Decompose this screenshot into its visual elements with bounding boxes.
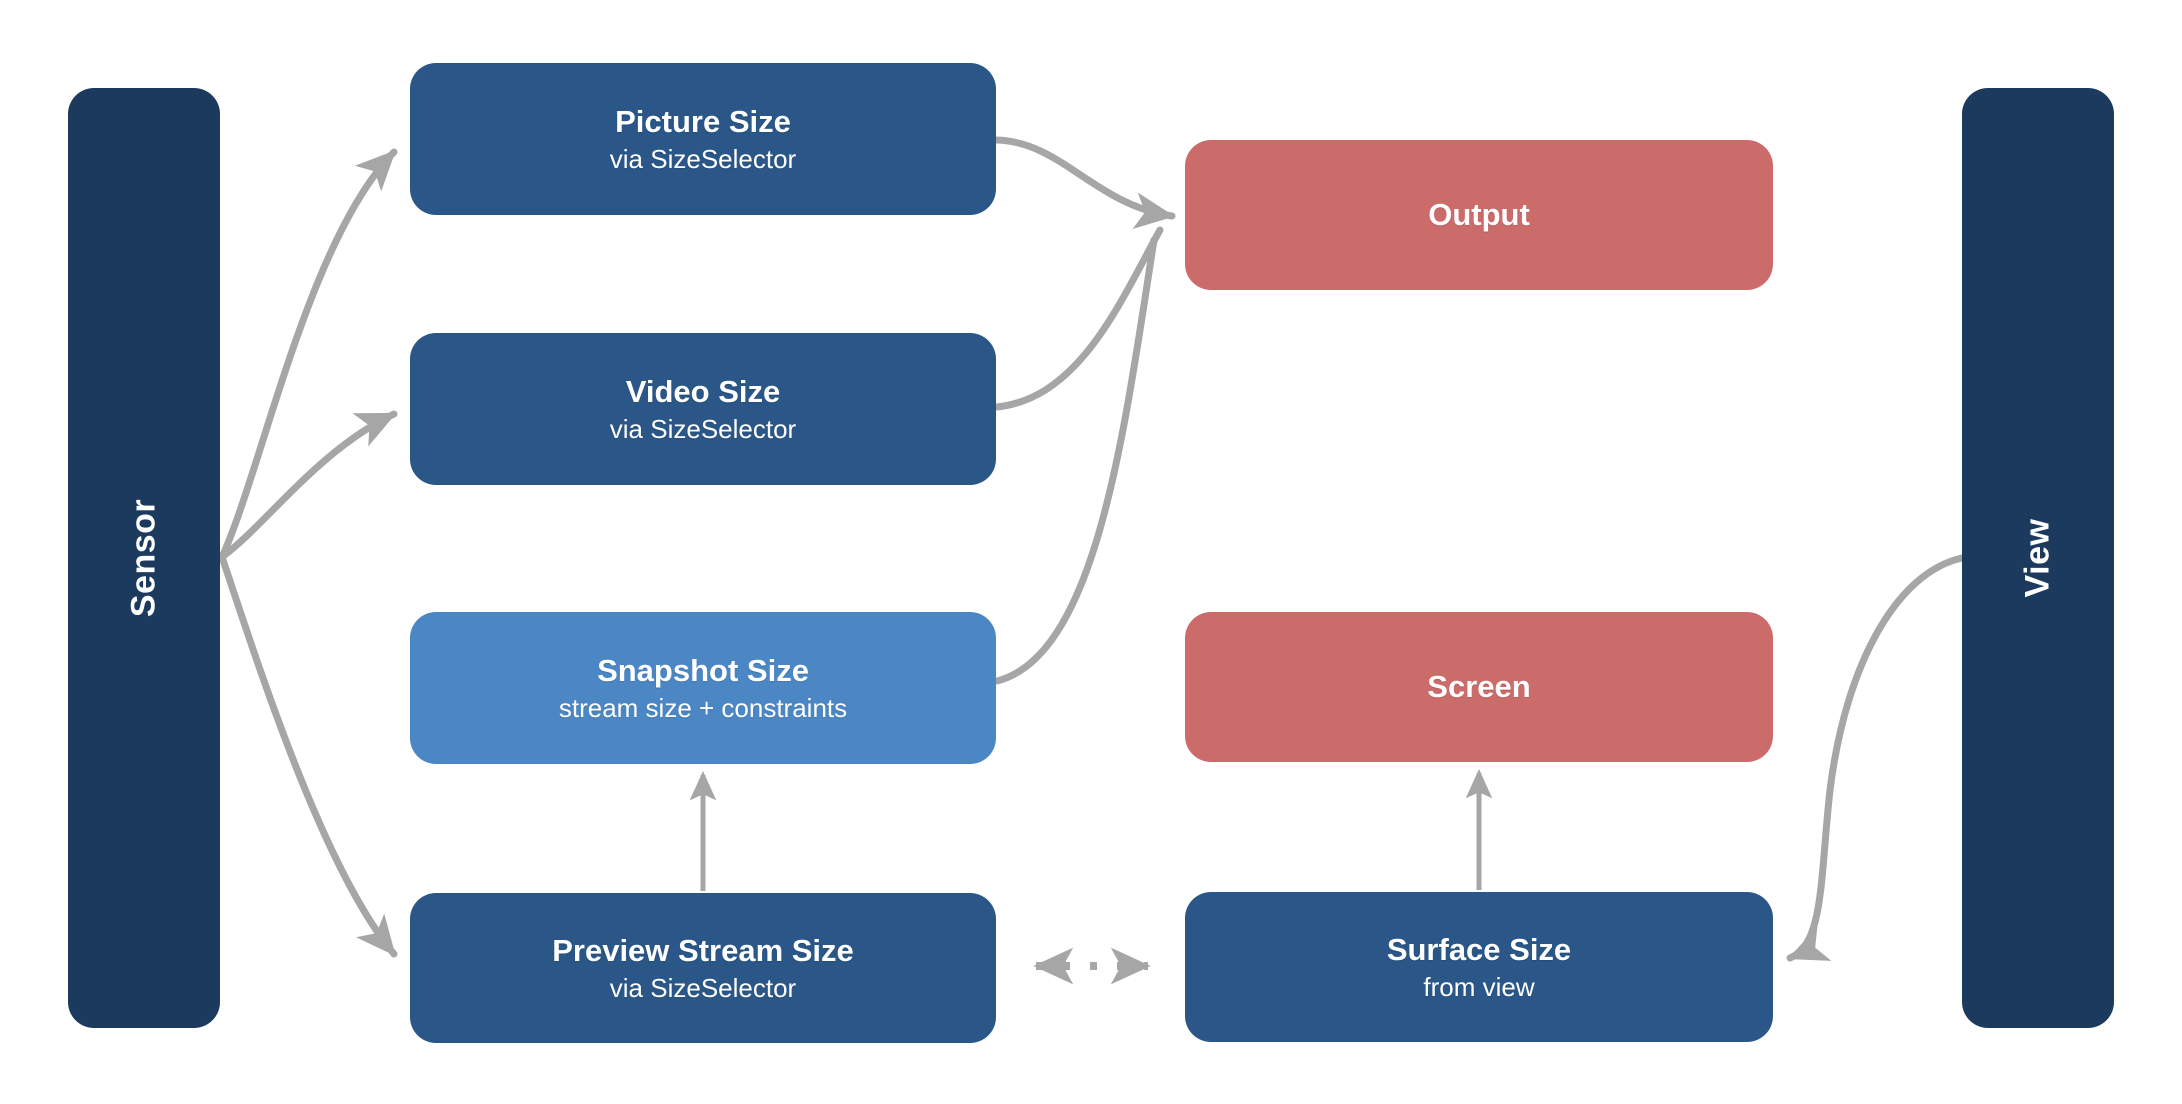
sensor-bar-label: Sensor xyxy=(124,498,163,618)
node-title: Snapshot Size xyxy=(597,653,809,688)
sensor-bar: Sensor xyxy=(68,88,220,1028)
node-subtitle: via SizeSelector xyxy=(609,973,797,1003)
node-subtitle: stream size + constraints xyxy=(558,693,848,723)
node-title: Output xyxy=(1428,197,1530,232)
node-preview-stream-size: Preview Stream Size via SizeSelector xyxy=(410,893,996,1043)
edge-video-size-to-output xyxy=(993,226,1164,411)
edge-view-to-surface-size xyxy=(1786,554,1966,962)
view-bar-label: View xyxy=(2018,518,2057,598)
node-surface-size: Surface Size from view xyxy=(1185,892,1773,1042)
node-title: Video Size xyxy=(625,374,781,409)
edge-picture-size-to-output xyxy=(993,136,1176,229)
node-output: Output xyxy=(1185,140,1773,290)
node-subtitle: via SizeSelector xyxy=(609,144,797,174)
view-bar: View xyxy=(1962,88,2114,1028)
node-subtitle: from view xyxy=(1423,972,1535,1002)
node-subtitle: via SizeSelector xyxy=(609,414,797,444)
edge-sensor-to-preview-stream-size xyxy=(218,553,398,958)
node-title: Screen xyxy=(1427,669,1531,704)
node-title: Surface Size xyxy=(1386,932,1572,967)
node-snapshot-size: Snapshot Size stream size + constraints xyxy=(410,612,996,764)
node-title: Preview Stream Size xyxy=(552,933,854,968)
edge-sensor-to-video-size xyxy=(218,410,398,561)
edge-sensor-to-picture-size xyxy=(218,148,398,561)
node-picture-size: Picture Size via SizeSelector xyxy=(410,63,996,215)
node-title: Picture Size xyxy=(615,104,791,139)
node-video-size: Video Size via SizeSelector xyxy=(410,333,996,485)
node-screen: Screen xyxy=(1185,612,1773,762)
edge-snapshot-size-to-output xyxy=(993,236,1158,685)
